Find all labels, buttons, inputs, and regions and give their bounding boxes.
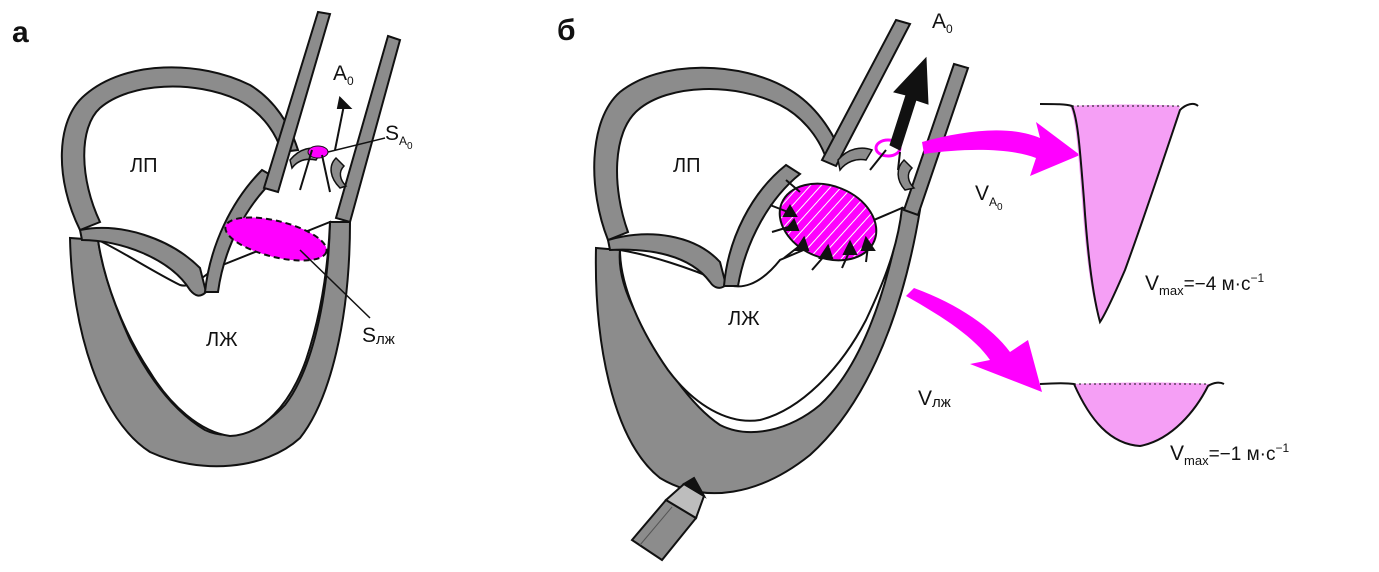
panel-b-label-lv-velocity-sub: лж	[932, 394, 951, 411]
panel-b-label-lv-vmax-value: =−1 м·с	[1209, 444, 1276, 465]
panel-a-label-aorta-area-subsub: 0	[407, 141, 413, 152]
panel-a: а ЛП ЛЖ A0 SA0 Sлж	[12, 12, 413, 466]
panel-b-label-aortic-vmax-main: V	[1145, 272, 1159, 295]
panel-a-label-aorta-sub: 0	[347, 74, 354, 88]
panel-b-aortic-cusp-right	[898, 160, 914, 190]
panel-b-label-lv-velocity-main: V	[918, 387, 932, 410]
panel-b-label-aortic-velocity-main: V	[975, 182, 989, 205]
panel-a-label-lv-area-sub: лж	[376, 331, 395, 348]
panel-b-label-aortic-vmax-sub: max	[1159, 283, 1184, 298]
panel-b-label-aorta-sub: 0	[946, 22, 953, 36]
panel-b-label-aorta-main: A	[932, 10, 946, 33]
panel-a-label-aorta-area-sub: A	[399, 134, 407, 148]
panel-a-label-aorta-main: A	[333, 62, 347, 85]
panel-b-letter: б	[557, 14, 576, 47]
panel-a-label-lv-area-main: S	[362, 324, 376, 347]
panel-b-arrow-to-lv-spectrum	[906, 288, 1042, 392]
panel-b-lv-velocity-spectrum	[1040, 383, 1224, 447]
panel-b-label-lv-vmax-sub: max	[1184, 453, 1209, 468]
panel-a-flow-arrows	[300, 98, 350, 192]
panel-b-label-aorta: A0	[932, 10, 953, 36]
panel-a-label-left-ventricle: ЛЖ	[206, 329, 238, 351]
panel-b-label-left-ventricle: ЛЖ	[728, 308, 760, 330]
panel-a-left-atrium-wall	[62, 67, 298, 230]
panel-b-label-aortic-velocity: VA0	[975, 182, 1003, 213]
panel-a-label-left-atrium: ЛП	[130, 155, 158, 177]
panel-b-label-lv-vmax-exp: −1	[1276, 441, 1290, 455]
panel-a-label-aorta-area-main: S	[385, 122, 399, 145]
panel-b-ultrasound-probe	[632, 478, 704, 560]
panel-a-label-aorta: A0	[333, 62, 354, 88]
panel-b-label-left-atrium: ЛП	[673, 155, 701, 177]
panel-b-label-aortic-vmax-value: =−4 м·с	[1184, 274, 1251, 295]
panel-b: б	[557, 10, 1290, 560]
panel-b-label-lv-velocity: Vлж	[918, 387, 951, 411]
panel-b-label-aortic-vmax-exp: −1	[1251, 271, 1265, 285]
panel-b-label-aortic-velocity-sub: A	[989, 195, 997, 209]
panel-a-aortic-cusp-right	[331, 158, 346, 188]
panel-a-label-lv-area: Sлж	[362, 324, 395, 348]
panel-b-label-aortic-vmax: Vmax=−4 м·с−1	[1145, 271, 1265, 298]
panel-b-label-aortic-velocity-subsub: 0	[997, 202, 1003, 213]
panel-a-letter: а	[12, 16, 29, 49]
panel-a-aorta-left-wall	[264, 12, 330, 192]
panel-b-label-lv-vmax: Vmax=−1 м·с−1	[1170, 441, 1290, 468]
panel-b-label-lv-vmax-main: V	[1170, 442, 1184, 465]
panel-a-label-aorta-area: SA0	[385, 122, 413, 152]
